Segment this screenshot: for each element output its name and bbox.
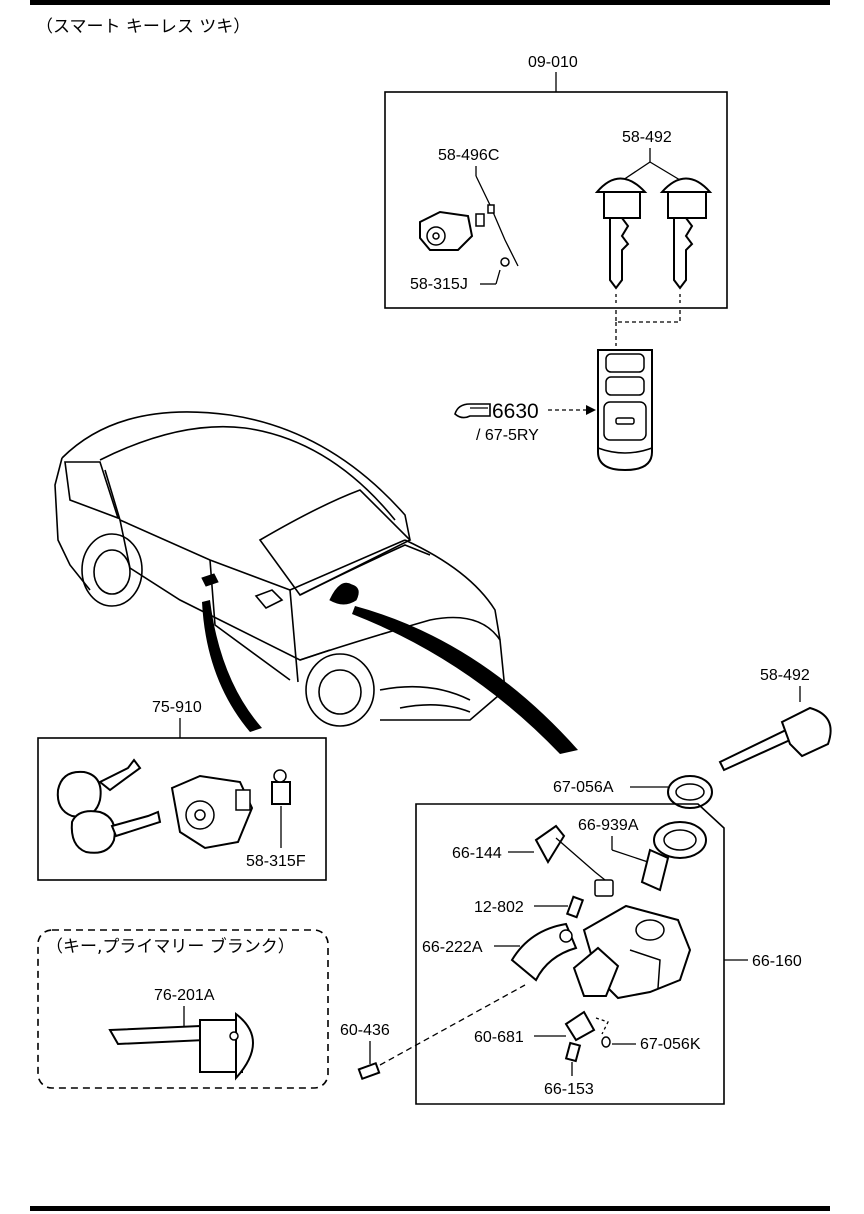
arrow-to-66-160 — [352, 606, 578, 754]
label-66-160[interactable]: 66-160 — [752, 953, 802, 970]
ignition-switch-assembly — [572, 904, 692, 1000]
lock-cylinder-09-010 — [419, 204, 510, 267]
box-66-160 — [415, 803, 725, 1105]
label-66-939a[interactable]: 66-939A — [578, 817, 639, 834]
box-key-primary-blank — [37, 929, 329, 1089]
top-rule — [30, 0, 830, 5]
antenna-coil-66-939a — [640, 821, 707, 892]
label-60-436[interactable]: 60-436 — [340, 1022, 390, 1039]
screw-66-153 — [564, 1041, 582, 1063]
label-66-222a[interactable]: 66-222A — [422, 939, 483, 956]
arrow-to-75-910 — [202, 600, 262, 732]
clip-67-056k — [601, 1036, 611, 1048]
key-right — [659, 177, 713, 304]
label-6630[interactable]: 6630 — [492, 400, 539, 423]
label-12-802[interactable]: 12-802 — [474, 899, 524, 916]
header-title: （スマート キーレス ツキ） — [36, 17, 250, 37]
label-76-201a[interactable]: 76-201A — [154, 987, 215, 1004]
label-60-681[interactable]: 60-681 — [474, 1029, 524, 1046]
label-66-153[interactable]: 66-153 — [544, 1081, 594, 1098]
keys-75-910 — [56, 758, 162, 854]
blank-key-76-201a — [108, 1011, 254, 1081]
label-66-144[interactable]: 66-144 — [452, 845, 502, 862]
bottom-rule — [30, 1206, 830, 1211]
box-75-910 — [37, 737, 327, 881]
label-58-492-top[interactable]: 58-492 — [622, 129, 672, 146]
label-58-492-right[interactable]: 58-492 — [760, 667, 810, 684]
label-58-496c[interactable]: 58-496C — [438, 147, 499, 164]
label-67-056k[interactable]: 67-056K — [640, 1036, 701, 1053]
clip-58-315f — [271, 769, 291, 805]
pointing-hand-icon — [454, 403, 491, 419]
screw-60-436 — [357, 1061, 381, 1081]
cover-66-222a — [510, 922, 578, 982]
lock-cylinder-75-910 — [170, 774, 254, 850]
bracket-66-144 — [534, 824, 614, 897]
label-67-056a[interactable]: 67-056A — [553, 779, 614, 796]
ring-67-056a — [667, 775, 713, 809]
label-58-315j[interactable]: 58-315J — [410, 276, 468, 293]
label-58-315f[interactable]: 58-315F — [246, 853, 306, 870]
key-58-492-right — [718, 706, 832, 772]
smart-key-fob — [597, 349, 653, 472]
bracket-60-681 — [564, 1010, 596, 1042]
box-09-010 — [384, 91, 728, 309]
key-left — [594, 177, 648, 304]
car-illustration — [54, 411, 506, 727]
label-75-910[interactable]: 75-910 — [152, 699, 202, 716]
label-09-010[interactable]: 09-010 — [528, 54, 578, 71]
sub-header-title: （キー,プライマリー ブランク） — [46, 936, 295, 957]
label-67-5ry[interactable]: / 67-5RY — [476, 427, 539, 444]
screw-12-802 — [565, 895, 585, 919]
